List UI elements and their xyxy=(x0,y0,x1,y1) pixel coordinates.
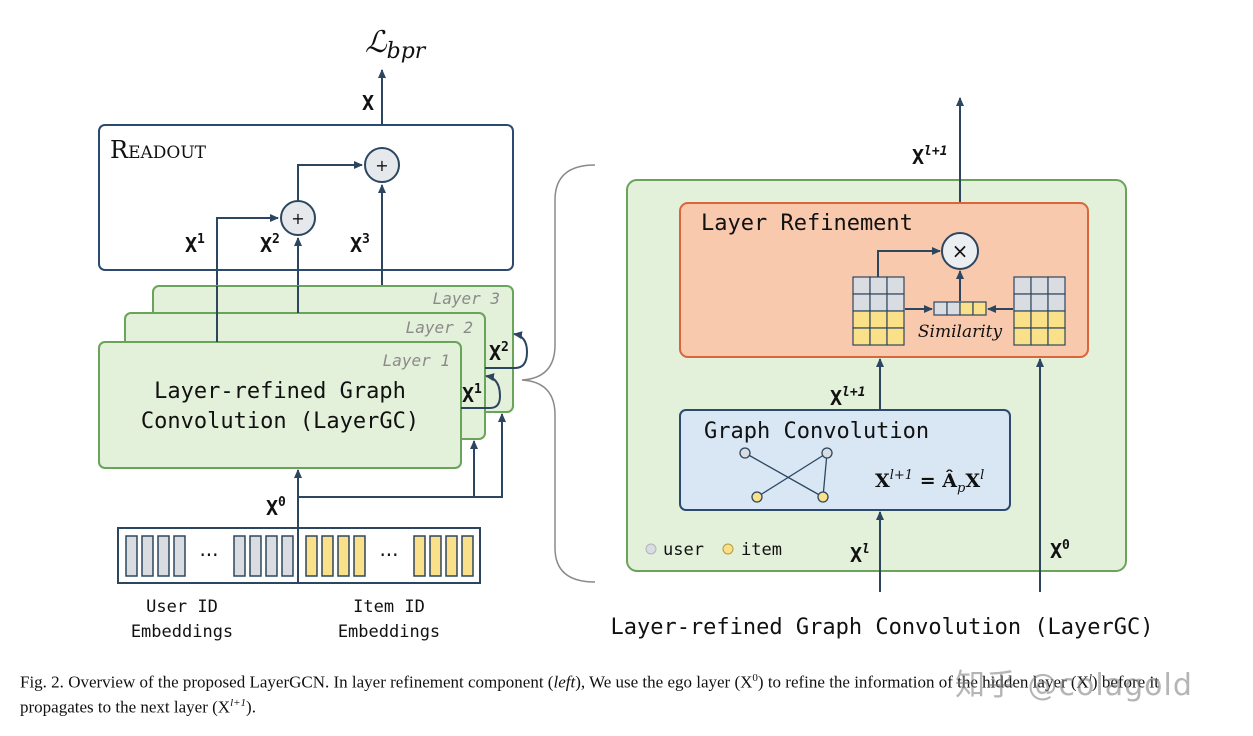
legend-user-label: user xyxy=(663,540,704,560)
readout-box xyxy=(98,124,514,271)
layer-3-tag: Layer 3 xyxy=(433,289,500,308)
figure-caption: Fig. 2. Overview of the proposed LayerGC… xyxy=(20,668,1235,717)
loop-x1-label: X1 xyxy=(462,382,482,407)
right-panel-caption: Layer-refined Graph Convolution (LayerGC… xyxy=(610,615,1153,640)
legend-item-label: item xyxy=(741,540,782,560)
figure-label: Fig. 2. xyxy=(20,672,64,692)
layer-2-tag: Layer 2 xyxy=(406,318,473,337)
item-embedding-cells xyxy=(305,535,474,577)
multiply-symbol: × xyxy=(952,239,969,263)
user-embeddings-label-1: User ID xyxy=(146,597,218,617)
legend-item-dot xyxy=(722,543,734,555)
left-matrix xyxy=(852,276,905,346)
loop-arrow-x2 xyxy=(485,331,529,369)
readout-arrow-x1 xyxy=(216,214,279,288)
graph-convolution-box xyxy=(679,409,1011,511)
loop-x2-label: X2 xyxy=(489,340,509,365)
item-embeddings-label-2: Embeddings xyxy=(338,622,440,642)
caption-left-word: left xyxy=(553,672,576,692)
legend-user-dot xyxy=(645,543,657,555)
x0-label: X0 xyxy=(266,495,286,520)
output-xl1-label: Xl+1 xyxy=(912,144,948,169)
layer-1-box xyxy=(98,341,462,469)
x0-to-layer3-arrow xyxy=(474,413,506,498)
caption-text-2: ), We use the ego layer (X xyxy=(575,672,753,692)
caption-text-5: ). xyxy=(246,697,256,717)
xl-input-label: Xl xyxy=(850,542,870,567)
top-x-label: X xyxy=(362,91,374,115)
loop-arrow-x1 xyxy=(461,373,502,409)
expansion-brace xyxy=(521,164,596,583)
x3-label: X3 xyxy=(350,232,370,257)
watermark: 知乎 @colagold xyxy=(955,668,1193,703)
item-ellipsis: ··· xyxy=(379,543,398,567)
mid-xl1-label: Xl+1 xyxy=(830,385,866,410)
x2-label: X2 xyxy=(260,232,280,257)
layergc-title-line2: Convolution (LayerGC) xyxy=(141,409,419,434)
right-matrix xyxy=(1013,276,1066,346)
plus-symbol-top: + xyxy=(375,156,388,175)
user-ellipsis: ··· xyxy=(199,543,218,567)
caption-text-1: Overview of the proposed LayerGCN. In la… xyxy=(63,672,554,692)
similarity-label: Similarity xyxy=(918,322,1003,342)
user-embedding-cells xyxy=(125,535,294,577)
caption-sup-l: l xyxy=(1088,672,1092,684)
x0-input-label: X0 xyxy=(1050,538,1070,563)
item-embeddings-label-1: Item ID xyxy=(353,597,425,617)
bipartite-graph-icon xyxy=(739,447,833,503)
plus-symbol-mid: + xyxy=(291,209,304,228)
caption-text-3: ) to refine the information of the hidde… xyxy=(757,672,1089,692)
user-embeddings-label-2: Embeddings xyxy=(131,622,233,642)
x1-label: X1 xyxy=(185,232,205,257)
similarity-vector xyxy=(933,301,987,316)
caption-sup-l1: l+1 xyxy=(230,696,247,709)
caption-text-4: ) before it propagates to the next layer… xyxy=(20,672,1159,717)
matrix-to-multiply-arrow xyxy=(877,247,941,277)
plus-node-top xyxy=(364,147,400,183)
layergc-title-line1: Layer-refined Graph xyxy=(154,379,406,404)
propagation-formula: Xl+1 = ÂpXl xyxy=(875,468,984,496)
graph-convolution-title: Graph Convolution xyxy=(704,419,929,444)
multiply-node xyxy=(941,232,979,270)
layer-refinement-title: Layer Refinement xyxy=(701,211,913,236)
layer-1-tag: Layer 1 xyxy=(383,351,450,370)
caption-sup-0: 0 xyxy=(752,672,758,684)
readout-title: Readout xyxy=(110,136,207,164)
loss-label: ℒbpr xyxy=(365,25,427,64)
readout-arrow-mid-to-top xyxy=(297,161,363,201)
